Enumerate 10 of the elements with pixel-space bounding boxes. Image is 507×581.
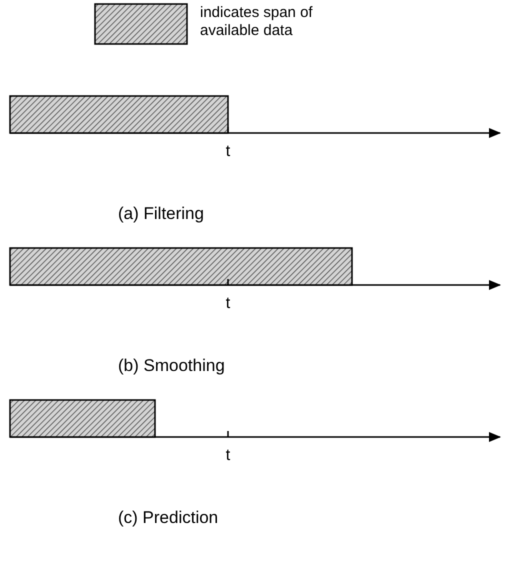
panel-caption: (a) Filtering [118, 204, 204, 224]
time-label: t [226, 143, 230, 161]
panel-caption: (b) Smoothing [118, 356, 225, 376]
time-label: t [226, 447, 230, 465]
legend-text: indicates span of available data [200, 4, 314, 40]
data-span-bar [9, 247, 353, 286]
panel-caption: (c) Prediction [118, 508, 218, 528]
data-span-bar [9, 95, 229, 134]
time-label: t [226, 295, 230, 313]
data-span-bar [9, 399, 156, 438]
